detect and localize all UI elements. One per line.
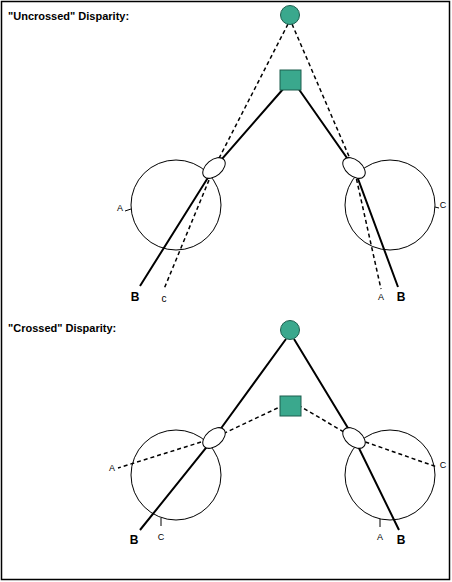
lens [339,154,369,183]
retina-tick [435,207,439,208]
retina-tick [161,518,162,526]
panel-heading: "Uncrossed" Disparity: [8,10,129,23]
uncrossed-panel [125,6,439,290]
crossed-panel [118,321,437,531]
retina-label: A [378,292,384,302]
retina-label: B [397,534,406,548]
retina-label: A [109,463,115,473]
sight-line [294,339,399,530]
far-object [281,321,300,340]
lens [199,424,229,453]
lens [339,424,369,453]
near-object [280,396,301,416]
retina-label: B [397,291,406,305]
sight-line-dashed [118,405,284,468]
retina-label: B [131,291,140,305]
retina-label: B [130,534,139,548]
sight-line-dashed [298,405,437,467]
retina-label: A [377,532,383,542]
sight-line-dashed [164,24,288,289]
retina-label: C [440,200,447,210]
retina-tick [380,519,381,527]
sight-line [298,88,398,287]
retina-tick [125,209,131,211]
sight-line-dashed [292,24,381,289]
sight-line [140,339,286,530]
near-object [280,70,301,90]
retina-label: C [158,532,165,542]
retina-label: A [117,203,123,213]
retina-label: C [440,460,447,470]
panel-heading: "Crossed" Disparity: [8,322,116,335]
retina-label: c [162,293,167,305]
lens [199,154,229,183]
far-object [281,6,300,25]
sight-line [140,88,284,286]
